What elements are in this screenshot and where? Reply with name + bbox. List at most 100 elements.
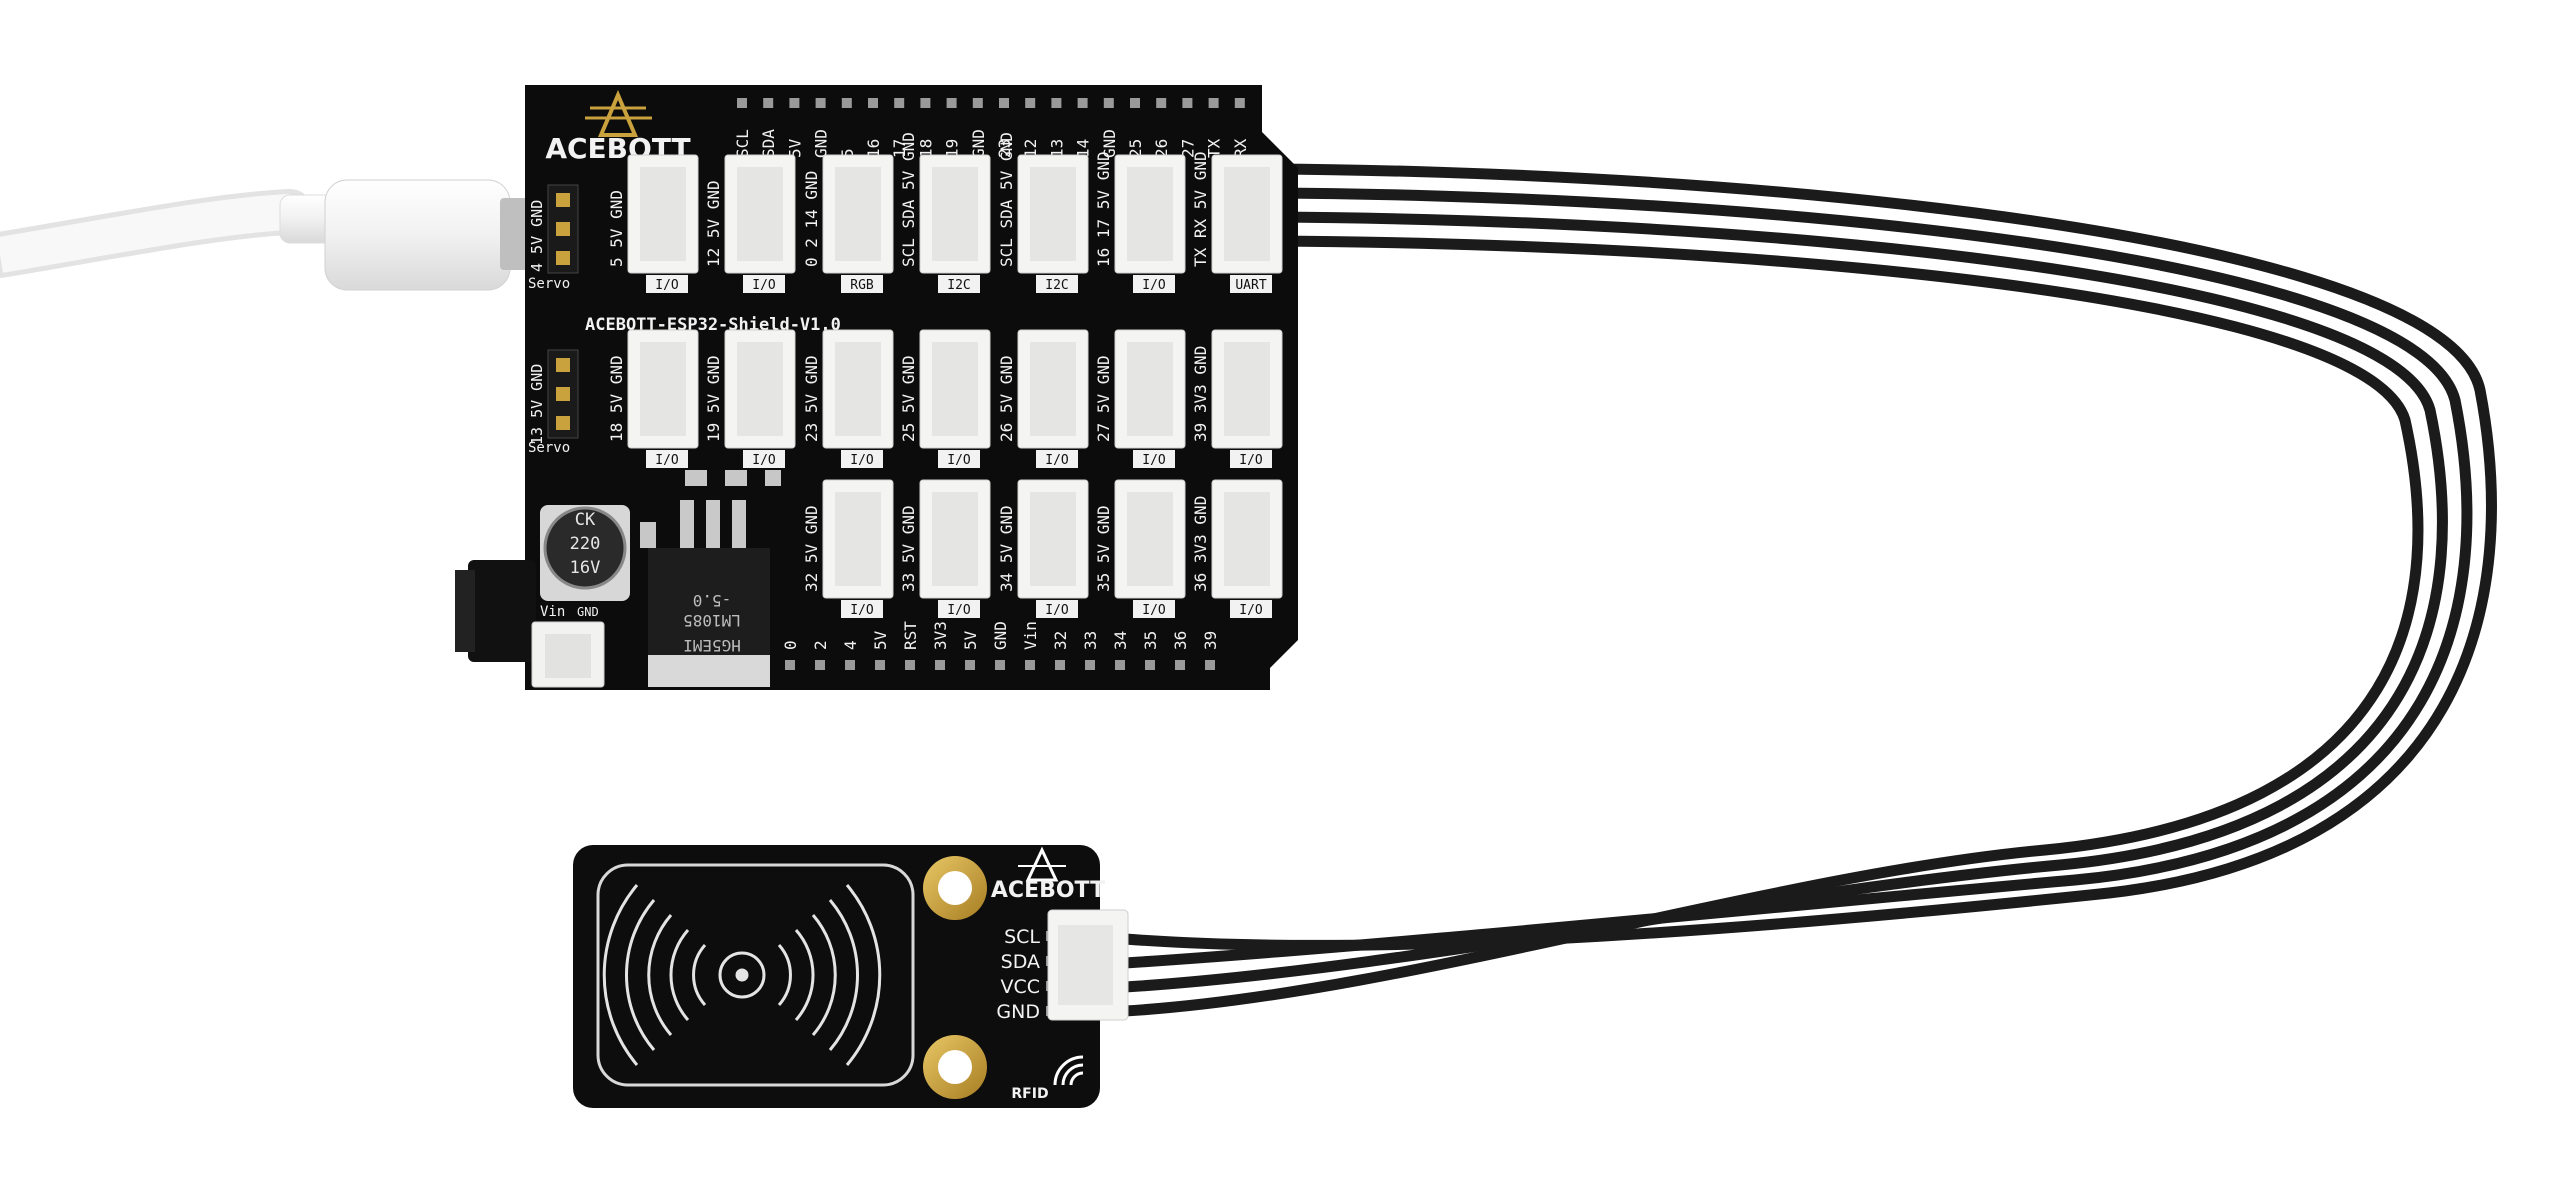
grove-connector: 25 5V GND I/O [899, 329, 991, 468]
connector-tag: I/O [1239, 603, 1263, 618]
connector-pins: 39 3V3 GND [1191, 346, 1210, 442]
header-pin-label: 14 [1074, 139, 1093, 158]
connector-pins: SCL SDA 5V GND [899, 132, 918, 267]
header-pad [905, 660, 915, 670]
header-pad [999, 98, 1009, 108]
header-pad [1145, 660, 1155, 670]
connector-pins: 25 5V GND [899, 355, 918, 442]
rfid-pin-label: SCL [1004, 926, 1040, 948]
connector-tag: UART [1235, 278, 1266, 293]
rfid-pin-label: GND [996, 1001, 1040, 1023]
connector-tag: I/O [1045, 453, 1069, 468]
header-pad [995, 660, 1005, 670]
header-pad [1156, 98, 1167, 108]
connector-tag: I/O [947, 603, 971, 618]
header-pin-label: GND [969, 129, 988, 158]
header-pin-label: 5V [785, 138, 804, 158]
header-pin-label: GND [812, 129, 831, 158]
header-pin-label: 12 [1021, 139, 1040, 158]
header-pad [737, 98, 747, 108]
connector-pins: 12 5V GND [704, 180, 723, 267]
regulator-line-2: -5.0 [693, 591, 732, 610]
dc-jack [455, 570, 475, 652]
grove-connector: 32 5V GND I/O [802, 479, 894, 618]
header-pad [894, 98, 905, 108]
connector-pins: 33 5V GND [899, 505, 918, 592]
header-pin-label: 0 [781, 640, 800, 650]
header-pin-label: GND [1100, 129, 1119, 158]
header-pin-label: TX [1205, 138, 1224, 158]
header-pin-label: 26 [1152, 139, 1171, 158]
header-pad [1025, 98, 1036, 108]
header-pin-label: 5V [961, 630, 980, 650]
connector-pins: TX RX 5V GND [1191, 151, 1210, 267]
header-pad [1182, 98, 1193, 108]
connector-pins: 35 5V GND [1094, 505, 1113, 592]
servo-label-bottom: Servo [528, 440, 570, 456]
mounting-hole-top [923, 856, 987, 920]
header-pin-label: 18 [916, 139, 935, 158]
connector-tag: I/O [947, 453, 971, 468]
header-pin-label: 19 [943, 139, 962, 158]
header-pin-label: RST [901, 621, 920, 650]
connector-tag: I/O [1142, 453, 1166, 468]
connector-tag: I2C [947, 278, 970, 293]
header-pad [1208, 98, 1219, 108]
servo-pins-bottom: 13 5V GND [528, 364, 546, 445]
header-pad [785, 660, 795, 670]
connector-pins: 19 5V GND [704, 355, 723, 442]
header-pad [841, 98, 852, 108]
rfid-pin-label: SDA [1001, 951, 1040, 973]
gnd-label: GND [577, 605, 599, 619]
connector-tag: RGB [850, 278, 874, 293]
header-pad [1234, 98, 1245, 108]
rfid-brand: ACEBOTT [991, 878, 1105, 903]
connector-tag: I/O [1045, 603, 1069, 618]
header-pin-label: 13 [1047, 139, 1066, 158]
header-pad [1103, 98, 1114, 108]
header-pin-label: GND [991, 621, 1010, 650]
vin-label: Vin [540, 604, 565, 620]
servo-header-bottom: 13 5V GND Servo [528, 349, 579, 456]
grove-connector: 39 3V3 GND I/O [1191, 329, 1283, 468]
header-pin-label: 16 [864, 139, 883, 158]
connector-pins: 32 5V GND [802, 505, 821, 592]
header-pin-label: 39 [1201, 631, 1220, 650]
capacitor-line-3: 16V [570, 558, 601, 578]
header-pad [845, 660, 855, 670]
header-pin-label: 33 [1081, 631, 1100, 650]
black-cable [1004, 163, 2497, 1017]
rfid-logo: ACEBOTT [991, 846, 1105, 903]
header-pad [1130, 98, 1140, 108]
regulator-line-1: LM1085 [683, 611, 741, 630]
header-pin-label: RX [1231, 138, 1250, 158]
smd-diode [725, 470, 747, 486]
connector-tag: I/O [1142, 603, 1166, 618]
header-pad [815, 660, 825, 670]
header-pad [815, 98, 826, 108]
connector-tag: I/O [1239, 453, 1263, 468]
usb-cable [0, 179, 530, 291]
header-pin-label: 27 [1178, 139, 1197, 158]
connector-pins: SCL SDA 5V GND [997, 132, 1016, 267]
connector-tag: I/O [850, 603, 874, 618]
grove-connector: SCL SDA 5V GND I2C [899, 132, 991, 293]
header-pin-label: 3V3 [931, 621, 950, 650]
header-pad [965, 660, 975, 670]
header-pin-label: 5V [871, 630, 890, 650]
connector-pins: 18 5V GND [607, 355, 626, 442]
voltage-regulator: LM1085 -5.0 HG5EMI [648, 500, 770, 687]
grove-connector: 35 5V GND I/O [1094, 479, 1186, 618]
